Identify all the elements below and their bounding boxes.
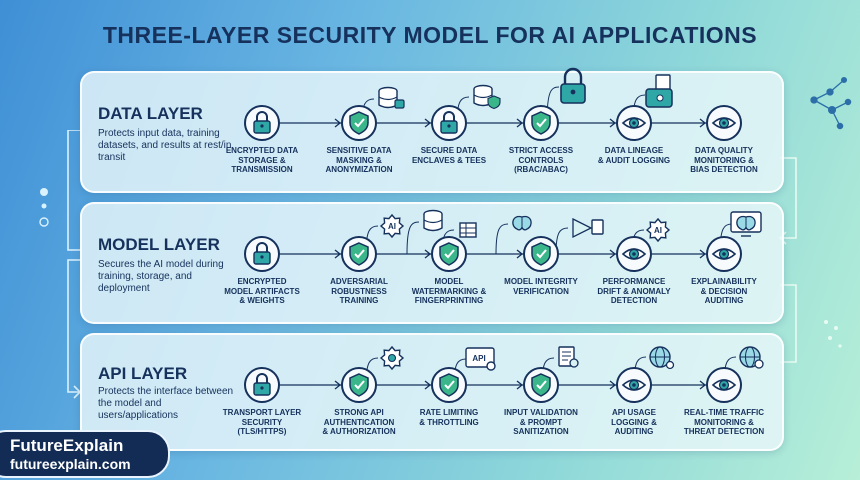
flow-arrowhead <box>516 380 524 390</box>
gear-icon <box>379 345 405 371</box>
api-layer-panel: API LAYER Protects the interface between… <box>80 333 784 451</box>
globe-gear-icon <box>649 346 675 370</box>
shield-check-icon <box>523 236 559 272</box>
flow-arrowhead <box>699 118 707 128</box>
step-label: ADVERSARIAL ROBUSTNESS TRAINING <box>330 277 388 306</box>
step-label: SENSITIVE DATA MASKING & ANONYMIZATION <box>325 146 393 175</box>
brain-icon <box>512 215 532 231</box>
document-search-icon <box>558 346 579 368</box>
layer-title: DATA LAYER <box>98 104 203 123</box>
padlock-icon <box>244 105 280 141</box>
step-label: ENCRYPTED MODEL ARTIFACTS & WEIGHTS <box>224 277 300 306</box>
database-lock-icon <box>378 86 405 109</box>
network-graph-icon <box>810 76 852 130</box>
shield-check-icon <box>523 105 559 141</box>
eye-icon <box>706 236 742 272</box>
shield-check-icon <box>341 367 377 403</box>
padlock-icon <box>244 236 280 272</box>
step-label: REAL-TIME TRAFFIC MONITORING & THREAT DE… <box>683 408 765 437</box>
step-label: RATE LIMITING & THROTTLING <box>419 408 479 427</box>
step-label: SECURE DATA ENCLAVES & TEEs <box>411 146 487 165</box>
flow-arrowhead <box>609 249 617 259</box>
step-label: MODEL INTEGRITY VERIFICATION <box>504 277 578 296</box>
api-layer-flow: API <box>244 345 764 403</box>
api-window-icon: API <box>465 347 496 371</box>
flow-arrowhead <box>516 249 524 259</box>
monitor-brain-icon <box>730 211 762 237</box>
neural-network-icon <box>572 217 604 239</box>
flow-arrowhead <box>424 118 432 128</box>
brand-name: FutureExplain <box>10 436 124 455</box>
step-label: INPUT VALIDATION & PROMPT SANITIZATION <box>504 408 578 437</box>
database-shield-icon <box>473 84 501 110</box>
layer-description: Secures the AI model during training, st… <box>98 259 224 294</box>
flow-arrowhead <box>334 249 342 259</box>
flow-arrowhead <box>609 118 617 128</box>
eye-icon <box>706 105 742 141</box>
diagram-title: THREE-LAYER SECURITY MODEL FOR AI APPLIC… <box>102 22 758 48</box>
padlock-icon <box>244 367 280 403</box>
database-icon <box>423 209 443 232</box>
step-label: ENCRYPTED DATA STORAGE & TRANSMISSION <box>225 146 299 175</box>
flow-arrowhead <box>609 380 617 390</box>
brand-url: futureexplain.com <box>10 456 131 472</box>
shield-check-icon <box>431 236 467 272</box>
flow-branch-line <box>406 221 420 255</box>
flow-branch-line <box>495 223 509 255</box>
layer-title: MODEL LAYER <box>98 235 220 254</box>
flow-arrowhead <box>699 380 707 390</box>
model-layer-flow: AI AI <box>244 209 762 272</box>
shield-check-icon <box>341 105 377 141</box>
ai-gear-icon: AI <box>379 213 405 239</box>
ai-gear-icon: AI <box>645 217 671 243</box>
flow-arrowhead <box>424 249 432 259</box>
step-label: DATA LINEAGE & AUDIT LOGGING <box>597 146 671 165</box>
api-label: API <box>472 354 485 363</box>
model-layer-panel: MODEL LAYER Secures the AI model during … <box>80 202 784 324</box>
data-layer-panel: DATA LAYER Protects input data, training… <box>80 67 784 193</box>
shield-check-icon <box>431 367 467 403</box>
padlock-icon <box>431 105 467 141</box>
table-icon <box>459 222 477 238</box>
eye-icon <box>616 105 652 141</box>
step-label: DATA QUALITY MONITORING & BIAS DETECTION <box>690 146 758 175</box>
big-padlock-icon <box>560 67 586 104</box>
server-document-icon <box>645 74 673 108</box>
right-connector-lines <box>778 76 852 363</box>
brand-badge: FutureExplain futureexplain.com <box>0 430 170 478</box>
ai-label: AI <box>654 226 662 235</box>
flow-arrowhead <box>699 249 707 259</box>
eye-icon <box>616 236 652 272</box>
globe-search-icon <box>739 346 764 369</box>
flow-arrowhead <box>334 380 342 390</box>
ai-label: AI <box>388 222 396 231</box>
eye-icon <box>706 367 742 403</box>
step-label: API USAGE LOGGING & AUDITING <box>611 408 657 437</box>
flow-arrowhead <box>516 118 524 128</box>
step-label: STRONG API AUTHENTICATION & AUTHORIZATIO… <box>322 408 396 437</box>
flow-arrowhead <box>334 118 342 128</box>
shield-check-icon <box>341 236 377 272</box>
layer-description: Protects input data, training datasets, … <box>98 128 232 163</box>
layer-title: API LAYER <box>98 364 188 383</box>
layer-description: Protects the interface between the model… <box>98 386 234 421</box>
data-layer-flow <box>244 67 742 141</box>
step-label: TRANSPORT LAYER SECURITY (TLS/HTTPS) <box>222 408 302 437</box>
step-label: PERFORMANCE DRIFT & ANOMALY DETECTION <box>597 277 671 306</box>
step-label: EXPLAINABILITY & DECISION AUDITING <box>691 277 757 306</box>
flow-arrowhead <box>424 380 432 390</box>
step-label: MODEL WATERMARKING & FINGERPRINTING <box>411 277 487 306</box>
step-label: STRICT ACCESS CONTROLS (RBAC/ABAC) <box>508 146 574 175</box>
eye-icon <box>616 367 652 403</box>
shield-check-icon <box>523 367 559 403</box>
